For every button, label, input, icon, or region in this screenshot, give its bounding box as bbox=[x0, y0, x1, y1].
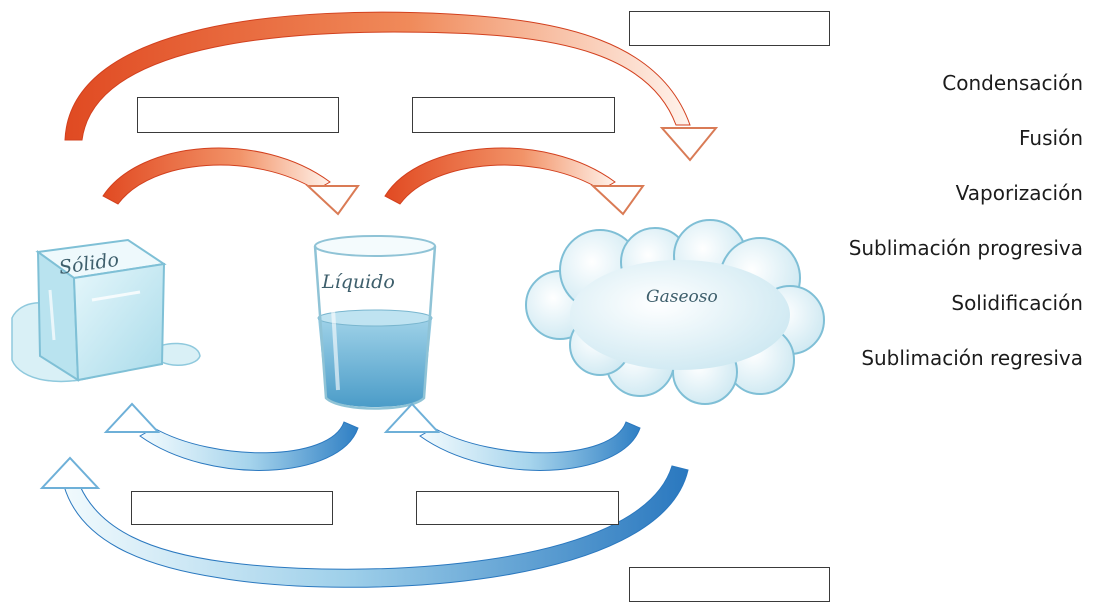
word-solidification[interactable]: Solidificación bbox=[951, 291, 1083, 315]
answer-blank-solid-to-liquid[interactable] bbox=[137, 97, 339, 133]
word-fusion[interactable]: Fusión bbox=[1019, 126, 1083, 150]
fusion-arrow bbox=[102, 147, 360, 216]
liquid-label: Líquido bbox=[321, 271, 395, 293]
word-bank: Condensación Fusión Vaporización Sublima… bbox=[849, 66, 1083, 396]
solidification-arrow bbox=[103, 402, 359, 471]
sublimation-progressive-arrow bbox=[64, 11, 719, 162]
answer-blank-top[interactable] bbox=[629, 11, 830, 46]
word-sublimation-regressive[interactable]: Sublimación regresiva bbox=[861, 346, 1083, 370]
ice-cube bbox=[11, 238, 201, 383]
sublimation-regressive-arrow bbox=[39, 456, 689, 588]
word-vaporization[interactable]: Vaporización bbox=[955, 181, 1083, 205]
answer-blank-liquid-to-gas[interactable] bbox=[412, 97, 615, 133]
vaporization-arrow bbox=[384, 147, 645, 216]
answer-blank-bottom[interactable] bbox=[629, 567, 830, 602]
answer-blank-liquid-to-solid[interactable] bbox=[131, 491, 333, 525]
gas-label: Gaseoso bbox=[646, 287, 718, 307]
answer-blank-gas-to-liquid[interactable] bbox=[416, 491, 619, 525]
word-condensation[interactable]: Condensación bbox=[942, 71, 1083, 95]
condensation-arrow bbox=[383, 402, 641, 471]
water-glass bbox=[313, 235, 437, 410]
cloud bbox=[525, 219, 825, 405]
word-sublimation-progressive[interactable]: Sublimación progresiva bbox=[848, 236, 1083, 260]
